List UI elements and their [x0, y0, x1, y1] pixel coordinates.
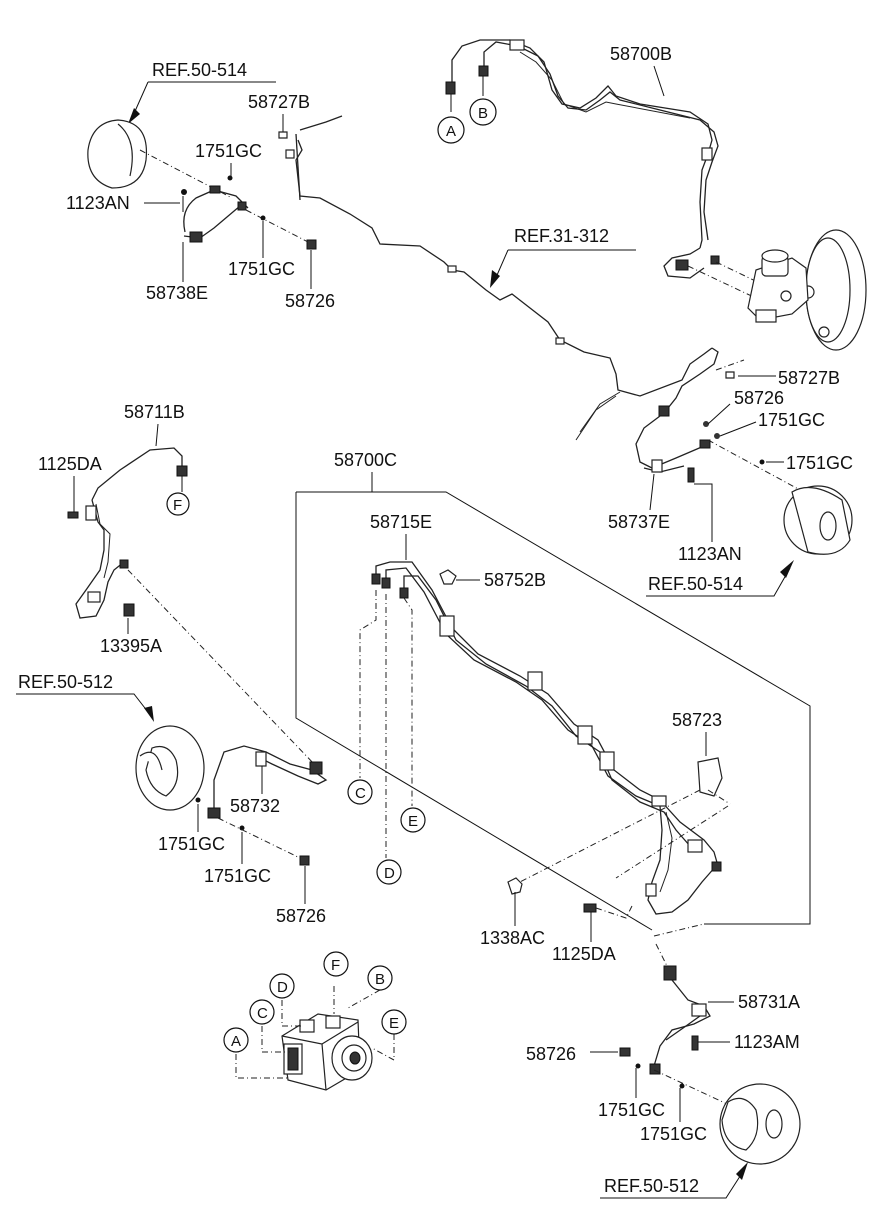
circle-b-abs: B [375, 971, 385, 988]
1751gc-f-label[interactable]: 1751GC [204, 866, 271, 886]
58715e-label[interactable]: 58715E [370, 512, 432, 532]
13395a-label[interactable]: 13395A [100, 636, 162, 656]
58700c-label[interactable]: 58700C [334, 450, 397, 470]
port-a-top-callout: A [437, 116, 465, 144]
main-brake-tube: REF.31-312 [285, 115, 713, 441]
1125da-mid-label[interactable]: 1125DA [552, 944, 616, 964]
1338ac-label[interactable]: 1338AC [480, 928, 545, 948]
58752b-label[interactable]: 58752B [484, 570, 546, 590]
rear-right-brake-group: 58731A 1123AM 58726 1751GC 1751GC REF.50… [526, 943, 801, 1199]
front-left-brake-group: REF.50-514 58727B 1751GC 1123AN 1751GC 5… [66, 60, 335, 311]
58731a-label[interactable]: 58731A [738, 992, 800, 1012]
58726-d-label[interactable]: 58726 [526, 1044, 576, 1064]
brake-booster-icon [801, 229, 867, 351]
1751gc-h-label[interactable]: 1751GC [640, 1124, 707, 1144]
rear-right-disc-icon [719, 1083, 801, 1165]
58723-label[interactable]: 58723 [672, 710, 722, 730]
abs-hydraulic-unit-icon [281, 1013, 373, 1091]
rear-tube-assembly-group: 58700C 58715E 58752B C E [295, 450, 811, 964]
front-right-brake-group: 58727B 58726 1751GC 1751GC 58737E 1123AN… [608, 347, 853, 597]
front-right-disc-icon [783, 485, 853, 555]
brake-disc-cover-icon [87, 119, 148, 189]
1751gc-b-label[interactable]: 1751GC [228, 259, 295, 279]
58711b-label[interactable]: 58711B [124, 402, 185, 422]
rear-left-tube-group: 58711B F 1125DA 13395A [38, 402, 317, 767]
circle-e-mid: E [408, 813, 418, 830]
circle-a-abs: A [231, 1033, 241, 1050]
58732-label[interactable]: 58732 [230, 796, 280, 816]
58738e-label[interactable]: 58738E [146, 283, 208, 303]
1751gc-e-label[interactable]: 1751GC [158, 834, 225, 854]
1123an-top-label[interactable]: 1123AN [66, 193, 130, 213]
58726-a-label[interactable]: 58726 [285, 291, 335, 311]
1123an-right-label[interactable]: 1123AN [678, 544, 742, 564]
58737e-label[interactable]: 58737E [608, 512, 670, 532]
58727b-top-label[interactable]: 58727B [248, 92, 310, 112]
circle-f-abs: F [331, 957, 340, 974]
circle-a-top: A [446, 123, 456, 140]
circle-b-top: B [478, 105, 488, 122]
rear-left-brake-group: REF.50-512 58732 1751GC 1751GC 58726 [16, 672, 328, 926]
circle-d-mid: D [384, 865, 395, 882]
ref-50-512-right-label[interactable]: REF.50-512 [604, 1176, 699, 1196]
1751gc-d-label[interactable]: 1751GC [786, 453, 853, 473]
58726-b-label[interactable]: 58726 [734, 388, 784, 408]
circle-e-abs: E [389, 1015, 399, 1032]
58700b-label[interactable]: 58700B [610, 44, 672, 64]
ref-50-514-right-label[interactable]: REF.50-514 [648, 574, 743, 594]
1751gc-a-label[interactable]: 1751GC [195, 141, 262, 161]
ref-50-512-left-label[interactable]: REF.50-512 [18, 672, 113, 692]
ref-50-514-top-label[interactable]: REF.50-514 [152, 60, 247, 80]
master-cylinder-tubes-group: 58700B [445, 39, 867, 351]
circle-c-mid: C [355, 785, 366, 802]
58726-c-label[interactable]: 58726 [276, 906, 326, 926]
1751gc-c-label[interactable]: 1751GC [758, 410, 825, 430]
1123am-label[interactable]: 1123AM [734, 1032, 800, 1052]
port-b-top-callout: B [469, 98, 497, 126]
58727b-right-label[interactable]: 58727B [778, 368, 840, 388]
master-cylinder-icon [747, 249, 809, 323]
circle-d-abs: D [277, 979, 288, 996]
circle-f-left: F [173, 497, 182, 514]
1751gc-g-label[interactable]: 1751GC [598, 1100, 665, 1120]
abs-module-group: A C D F B E [223, 951, 407, 1091]
ref-31-312-label[interactable]: REF.31-312 [514, 226, 609, 246]
rear-left-disc-icon [135, 725, 205, 811]
1125da-left-label[interactable]: 1125DA [38, 454, 102, 474]
circle-c-abs: C [257, 1005, 268, 1022]
